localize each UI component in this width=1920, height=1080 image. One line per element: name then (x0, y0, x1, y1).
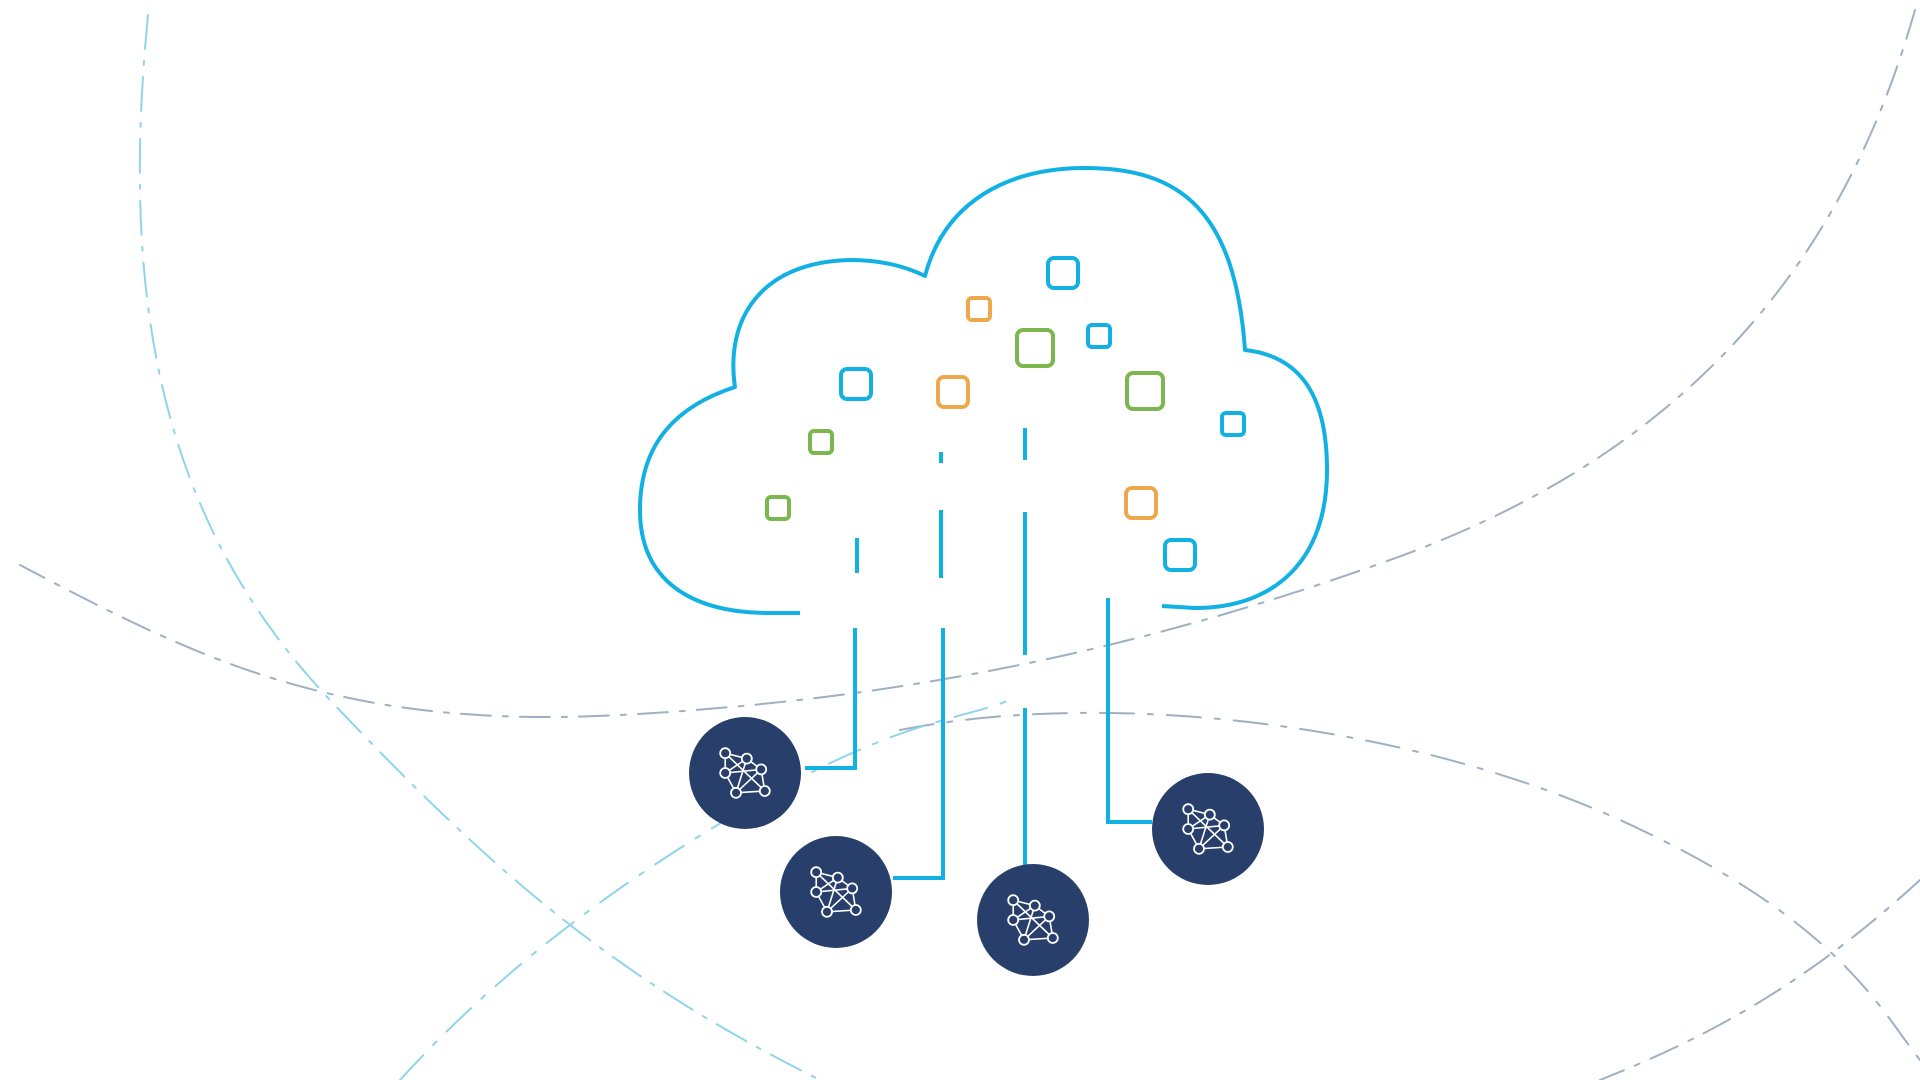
mesh-vertex (1194, 844, 1204, 854)
data-tile-green (767, 497, 789, 519)
network-node-2 (780, 836, 892, 948)
mesh-vertex (1183, 824, 1193, 834)
mesh-vertex (1030, 901, 1040, 911)
background-arcs (20, 10, 1920, 1080)
network-nodes (689, 717, 1264, 976)
mesh-vertex (720, 748, 730, 758)
network-node-1 (689, 717, 801, 829)
cloud-outline (640, 168, 1327, 613)
mesh-vertex (1044, 911, 1054, 921)
mesh-vertex (1219, 820, 1229, 830)
network-node-4 (1152, 773, 1264, 885)
mesh-vertex (1223, 842, 1233, 852)
data-tile-green (1127, 373, 1163, 409)
data-tile-blue (841, 369, 871, 399)
data-tile-orange (968, 298, 990, 320)
mesh-vertex (1019, 935, 1029, 945)
cloud (640, 168, 1327, 613)
mesh-vertex (1008, 915, 1018, 925)
deco-arc-bottom-sweep (1600, 880, 1920, 1080)
data-tile-blue (1165, 540, 1195, 570)
mesh-vertex (756, 764, 766, 774)
mesh-vertex (822, 907, 832, 917)
data-tile-green (1017, 330, 1053, 366)
mesh-vertex (731, 788, 741, 798)
mesh-vertex (811, 867, 821, 877)
mesh-vertex (742, 754, 752, 764)
data-tile-orange (938, 377, 968, 407)
mesh-vertex (1183, 804, 1193, 814)
network-node-3 (977, 864, 1089, 976)
deco-arc-left-vertical (140, 15, 820, 1080)
mesh-vertex (851, 905, 861, 915)
connector-line-1 (805, 628, 855, 768)
connectors (805, 428, 1152, 878)
data-tile-blue (1048, 258, 1078, 288)
data-tiles (767, 258, 1244, 570)
mesh-vertex (811, 887, 821, 897)
mesh-vertex (720, 768, 730, 778)
connector-line-4 (1108, 598, 1152, 822)
mesh-vertex (1205, 810, 1215, 820)
mesh-vertex (1008, 895, 1018, 905)
mesh-vertex (833, 873, 843, 883)
deco-arc-top-right (20, 10, 1915, 717)
data-tile-orange (1126, 488, 1156, 518)
mesh-vertex (847, 883, 857, 893)
mesh-vertex (1048, 933, 1058, 943)
mesh-vertex (760, 786, 770, 796)
connector-line-2 (893, 628, 943, 878)
data-tile-green (810, 431, 832, 453)
data-tile-blue (1222, 413, 1244, 435)
data-tile-blue (1088, 325, 1110, 347)
